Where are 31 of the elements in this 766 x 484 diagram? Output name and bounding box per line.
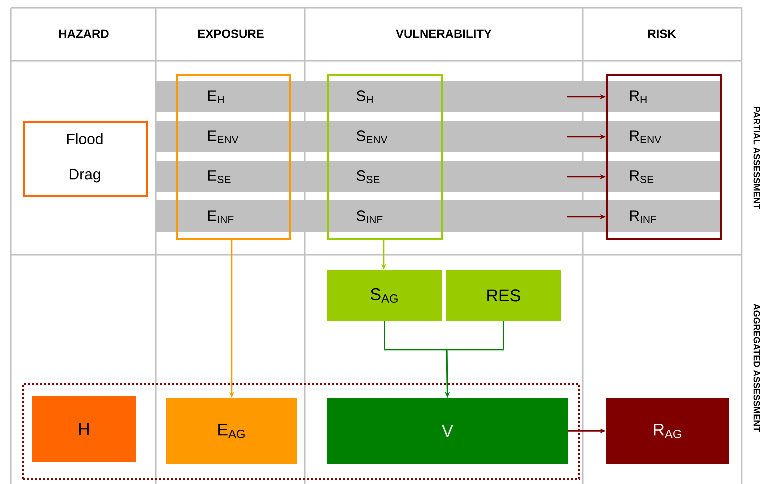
column-header: HAZARD [59,30,109,38]
node-text: S$_{SE}$ [356,170,380,184]
risk-box [606,74,722,240]
process-box: H [32,396,136,462]
node-text: R$_{ENV}$ [630,130,662,144]
node-text: E$_{H}$ [208,90,224,104]
node-text: S$_{ENV}$ [356,130,388,144]
node-text: E$_{INF}$ [208,210,234,224]
column-header: VULNERABILITY [396,30,492,38]
node-text: R$_{H}$ [630,90,647,104]
row-header: PARTIAL ASSESSMENT [754,107,760,210]
process-box: R$_{AG}$ [606,398,730,464]
node-text: R$_{INF}$ [630,210,657,224]
process-box: S$_{AG}$ [327,270,442,322]
column-header: EXPOSURE [198,30,264,38]
vulnerability-box [327,74,443,240]
dotted-frame [22,383,580,480]
node-text: S$_{H}$ [356,90,373,104]
node-text: S$_{INF}$ [356,210,383,224]
process-box: RES [446,270,562,322]
node-text: Flood [67,134,103,144]
hazard-box [23,121,148,197]
exposure-box [176,74,291,240]
process-box: V [327,398,568,464]
node-text: E$_{SE}$ [208,170,231,184]
column-header: RISK [648,30,676,38]
node-text: Drag [70,169,100,183]
process-box: E$_{AG}$ [166,398,298,464]
node-text: R$_{SE}$ [630,170,654,184]
row-header: AGGREGATED ASSESSMENT [754,304,760,432]
node-text: E$_{ENV}$ [208,130,239,144]
